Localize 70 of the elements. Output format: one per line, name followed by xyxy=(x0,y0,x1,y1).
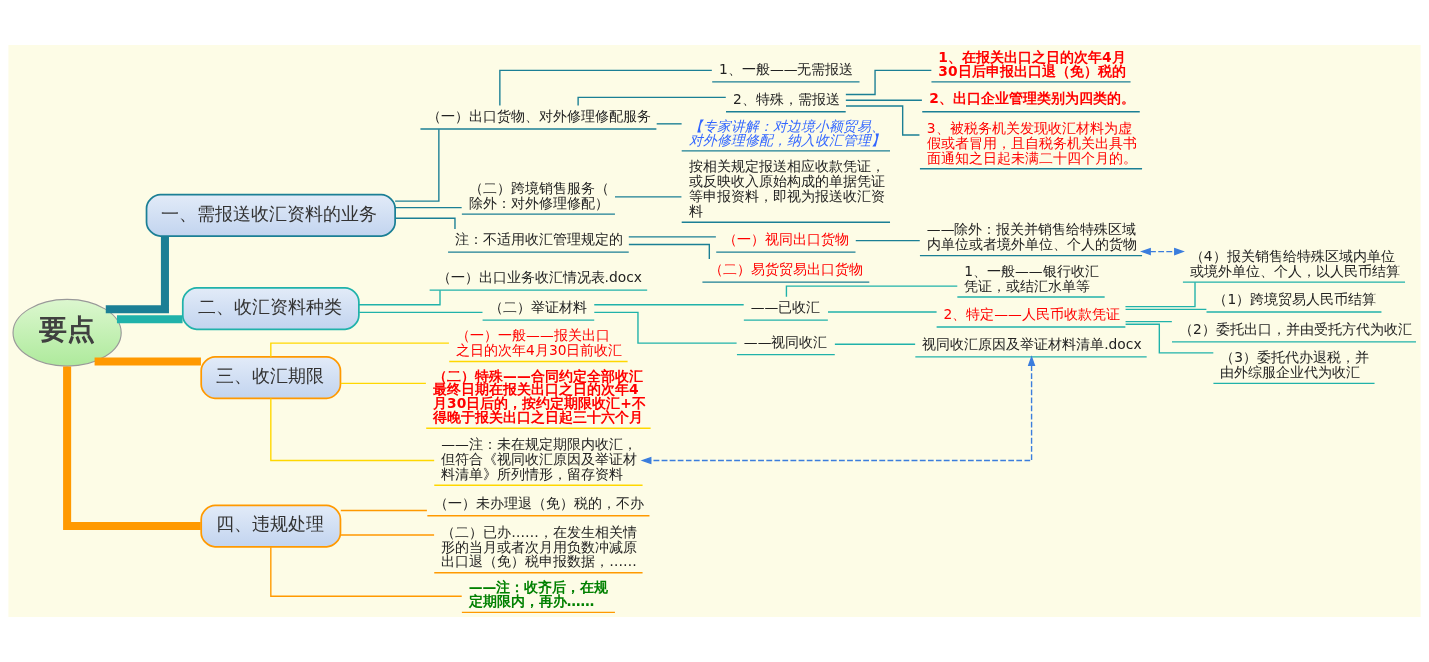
connector xyxy=(845,99,923,101)
connector xyxy=(593,311,738,344)
arrow xyxy=(1140,247,1185,256)
connector xyxy=(94,357,201,366)
connector xyxy=(593,304,745,306)
arrow xyxy=(640,355,1036,465)
node-text: ——除外：报关并销售给特殊区域内单位或者境外单位、个人的货物 xyxy=(926,221,1137,253)
node-text: 2、出口企业管理类别为四类的。 xyxy=(929,89,1135,106)
connector xyxy=(1124,308,1208,310)
node-box: 二、收汇资料种类 xyxy=(181,286,360,331)
connector xyxy=(340,509,428,512)
node-text: 按相关规定报送相应收款凭证，或反映收入原始构成的单据凭证等申报资料，即视为报送收汇资料 xyxy=(688,158,885,220)
node-text: 注：不适用收汇管理规定的 xyxy=(454,231,623,248)
connector xyxy=(577,96,727,107)
node-text: ——注：收齐后，在规定期限内，再办…… xyxy=(468,579,609,610)
connector xyxy=(628,243,710,260)
node-text: （二）举证材料 xyxy=(489,299,588,316)
node-text: 1、一般——无需报送 xyxy=(719,60,854,77)
connector xyxy=(270,342,450,358)
connector xyxy=(834,343,916,345)
node-text: 1、在报关出口之日的次年4月30日后申报出口退（免）税的 xyxy=(938,48,1126,79)
connector xyxy=(614,196,683,198)
connector xyxy=(855,239,921,242)
node-text: ——注：未在规定期限内收汇，但符合《视同收汇原因及举证材料清单》所列情形，留存资料 xyxy=(441,436,638,483)
node-text: （一）出口业务收汇情况表.docx xyxy=(436,269,642,286)
node-text: （一）视同出口货物 xyxy=(723,231,850,248)
connector xyxy=(358,289,441,306)
node-text: ——视同收汇 xyxy=(743,333,828,350)
node-text: （二）已办……，在发生相关情形的当月或者次月用负数冲减原出口退（免）税申报数据，…… xyxy=(441,523,638,570)
node-text: 【专家讲解：对边境小额贸易、对外修理修配，纳入收汇管理】 xyxy=(688,117,885,148)
node-text: 视同收汇原因及举证材料清单.docx xyxy=(922,335,1142,352)
connector xyxy=(270,546,463,597)
node-box: 一、需报送收汇资料的业务 xyxy=(145,193,396,237)
node-text: （二）跨境销售服务（除外：对外修理修配） xyxy=(468,180,609,211)
connector xyxy=(358,311,484,314)
node-text: ——已收汇 xyxy=(750,299,821,316)
connector xyxy=(63,366,201,531)
node-text: （二）易货贸易出口货物 xyxy=(709,261,864,278)
connector xyxy=(499,69,713,107)
node-text: （3）委托代办退税，并由外综服企业代为收汇 xyxy=(1220,349,1370,381)
connector xyxy=(340,382,427,385)
node-text: 1、一般——银行收汇凭证，或结汇水单等 xyxy=(964,262,1099,294)
connector xyxy=(845,69,933,96)
node-text: （二）特殊——合同约定全部收汇最终日期在报关出口之日的次年4月30日后的，按约定期限收汇+不得晚于报关出口之日起三十六个月 xyxy=(433,367,646,426)
node-text: 2、特殊，需报送 xyxy=(732,90,840,107)
connector xyxy=(394,206,463,209)
node-text: （2）委托出口，并由受托方代为收汇 xyxy=(1178,320,1412,337)
connector xyxy=(116,315,183,324)
node-text: （4）报关销售给特殊区域内单位或境外单位、个人，以人民币结算 xyxy=(1189,247,1400,279)
connector xyxy=(628,236,717,238)
connector xyxy=(394,217,456,230)
node-box: 四、违规处理 xyxy=(200,504,342,548)
connector xyxy=(394,128,440,202)
connector xyxy=(656,123,683,125)
connector xyxy=(827,311,938,313)
connector xyxy=(105,236,169,314)
node-ellipse: 要点 xyxy=(12,298,122,367)
node-text: （1）跨境贸易人民币结算 xyxy=(1213,291,1377,308)
node-text: （一）出口货物、对外修理修配服务 xyxy=(427,108,652,125)
connector xyxy=(1124,281,1196,308)
connector xyxy=(270,397,435,462)
node-text: （一）未办理退（免）税的，不办 xyxy=(434,494,645,511)
connector xyxy=(1124,320,1173,323)
node-text: 3、被税务机关发现收汇材料为虚假或者冒用，且自税务机关出具书面通知之日起未满二十四个月的。 xyxy=(926,119,1137,166)
connector xyxy=(785,285,958,298)
node-text: （一）一般——报关出口之日的次年4月30日前收汇 xyxy=(456,327,623,359)
node-text: 2、特定——人民币收款凭证 xyxy=(943,306,1120,323)
node-box: 三、收汇期限 xyxy=(200,356,342,400)
connector xyxy=(1124,323,1214,354)
connector xyxy=(340,534,435,536)
